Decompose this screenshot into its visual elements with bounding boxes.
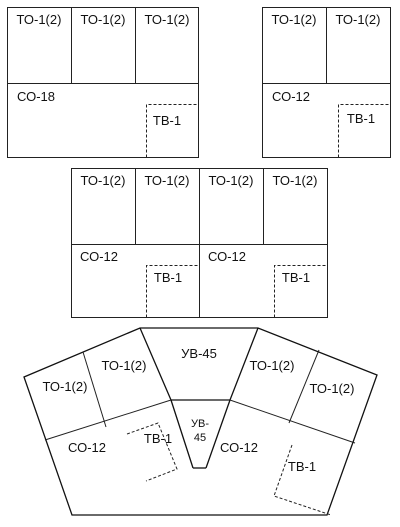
block-4-center-lower-right-edge [205,399,231,469]
block-1-corner-outline [146,104,199,158]
block-1-table-2-label: ТО-1(2) [81,12,126,27]
block-4-left-inner-label: ТО-1(2) [102,358,147,373]
block-4-left-corner-label: ТВ-1 [144,431,172,446]
block-4-right-table-divider [288,349,320,424]
block-4-right-corner-label: ТВ-1 [288,459,316,474]
block-4-left-lower-label: СО-12 [68,440,106,455]
block-3-table-3-label: ТО-1(2) [209,173,254,188]
block-1-outline [7,7,199,158]
block-1-table-3-label: ТО-1(2) [145,12,190,27]
block-3-corner-right-label: ТВ-1 [282,270,310,285]
block-2-table-2-label: ТО-1(2) [336,12,381,27]
block-2-table-1-label: ТО-1(2) [272,12,317,27]
block-3-corner-left-label: ТВ-1 [154,270,182,285]
block-2-corner-label: ТВ-1 [347,111,375,126]
block-4-right-inner-label: ТО-1(2) [250,358,295,373]
block-2-lower-label: СО-12 [272,89,310,104]
block-4-right-lower-label: СО-12 [220,440,258,455]
block-1-corner-label: ТВ-1 [153,113,181,128]
block-4-left-outer-label: ТО-1(2) [43,379,88,394]
block-4-center-top-label: УВ-45 [181,346,217,361]
block-3-table-4-label: ТО-1(2) [273,173,318,188]
block-4-center-small-label-line-2: 45 [194,432,206,444]
block-4-right-outer-label: ТО-1(2) [310,381,355,396]
block-3: ТО-1(2) ТО-1(2) ТО-1(2) ТО-1(2) СО-12 СО… [71,168,328,318]
block-2-corner-outline [338,104,391,158]
block-4-center-lower-left-edge [170,399,194,469]
block-1: ТО-1(2) ТО-1(2) ТО-1(2) СО-18 ТВ-1 [7,7,199,158]
block-1-lower-label: СО-18 [17,89,55,104]
block-4-left-table-divider [82,351,107,428]
block-2: ТО-1(2) ТО-1(2) СО-12 ТВ-1 [262,7,391,158]
block-4-center-upper-outline [139,327,259,401]
block-4-left-corner-outline [126,422,178,482]
block-3-corner-right-outline [274,265,328,318]
block-3-lower-right-label: СО-12 [208,249,246,264]
block-4-center-small-label-line-1: УВ- [191,418,209,430]
block-4-left-row-divider [44,399,172,441]
block-4: УВ-45 УВ- 45 ТО-1(2) ТО-1(2) СО-12 ТВ-1 … [23,327,378,516]
block-4-right-corner-outline [273,444,332,516]
block-3-lower-left-label: СО-12 [80,249,118,264]
block-3-corner-left-outline [146,265,200,318]
block-3-table-2-label: ТО-1(2) [145,173,190,188]
block-1-table-1-label: ТО-1(2) [17,12,62,27]
block-4-right-row-divider [229,399,356,444]
block-3-table-1-label: ТО-1(2) [81,173,126,188]
